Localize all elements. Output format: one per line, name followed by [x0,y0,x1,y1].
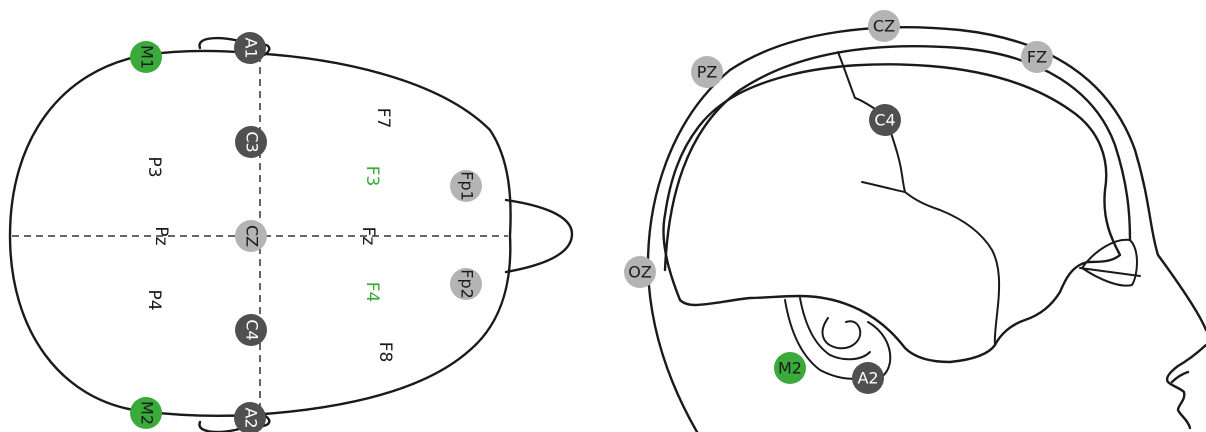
label-P4: P4 [144,289,164,310]
electrode-FZ-side: FZ [1021,41,1053,73]
electrode-CZ-side-label: CZ [873,17,895,36]
label-F8: F8 [375,342,395,363]
electrode-C4-side-label: C4 [874,111,895,130]
electrode-C3-label: C3 [243,131,262,152]
electrode-M1: M1 [130,41,162,73]
electrode-A2-side: A2 [852,362,884,394]
electrode-M2-top: M2 [130,397,162,429]
chin-profile [1172,372,1188,382]
electrode-Fp2-label: Fp2 [458,269,477,299]
electrode-FZ-side-label: FZ [1027,48,1047,67]
electrode-Fp2: Fp2 [450,268,482,300]
electrode-M2-side: M2 [774,352,806,384]
label-Fz: Fz [358,227,378,246]
label-P3: P3 [144,156,164,177]
electrode-PZ-side-label: PZ [697,63,718,82]
electrode-M2-top-label: M2 [138,401,157,425]
electrode-OZ-side-label: OZ [628,263,652,282]
electrode-C4-top: C4 [235,314,267,346]
nose-outline [506,200,572,272]
electrode-C4-top-label: C4 [243,319,262,340]
electrode-C4-side: C4 [869,104,901,136]
electrode-CZ-side: CZ [868,10,900,42]
label-F3: F3 [362,166,382,187]
electrode-A2-top: A2 [234,402,266,432]
central-sulcus-lower [890,130,905,192]
label-Pz: Pz [151,226,171,245]
face-profile [1167,345,1206,428]
electrode-Fp1: Fp1 [450,170,482,202]
ear-canal [823,318,861,348]
electrode-CZ-top: CZ [235,220,267,252]
electrode-A1-label: A1 [242,37,261,58]
electrode-Fp1-label: Fp1 [458,171,477,201]
electrode-A1: A1 [234,32,266,64]
label-F7: F7 [373,108,393,129]
label-F4: F4 [362,282,382,303]
electrode-M2-side-label: M2 [778,359,802,378]
electrode-A2-top-label: A2 [242,407,261,428]
central-sulcus [838,52,880,112]
electrode-C3: C3 [235,126,267,158]
side-view: CZ FZ PZ C4 OZ M2 A2 [624,10,1206,432]
electrode-OZ-side: OZ [624,256,656,288]
electrode-CZ-top-label: CZ [243,225,262,247]
lateral-fissure [862,182,999,345]
electrode-PZ-side: PZ [691,56,723,88]
head-profile [648,27,1206,432]
electrode-A2-side-label: A2 [857,369,878,388]
top-view: F7 P3 F3 Pz Fz P4 F4 F8 M1 A1 C3 CZ C4 [10,32,572,432]
electrode-M1-label: M1 [138,45,157,69]
